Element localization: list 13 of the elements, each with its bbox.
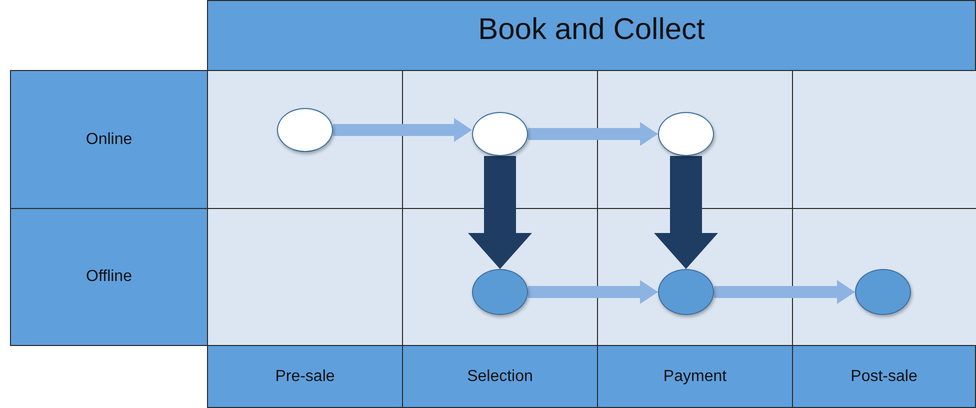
- column-header: Payment: [597, 345, 793, 408]
- arrow: [333, 118, 472, 142]
- column-header: Post-sale: [792, 345, 976, 408]
- arrow: [468, 156, 532, 269]
- arrow: [654, 156, 718, 269]
- title-band: Book and Collect: [207, 0, 976, 71]
- row-header: Online: [10, 70, 208, 209]
- row-header: Offline: [10, 208, 208, 346]
- column-header: Pre-sale: [207, 345, 403, 408]
- arrow: [528, 122, 658, 146]
- column-header: Selection: [402, 345, 598, 408]
- arrow: [528, 280, 658, 304]
- arrow: [714, 280, 855, 304]
